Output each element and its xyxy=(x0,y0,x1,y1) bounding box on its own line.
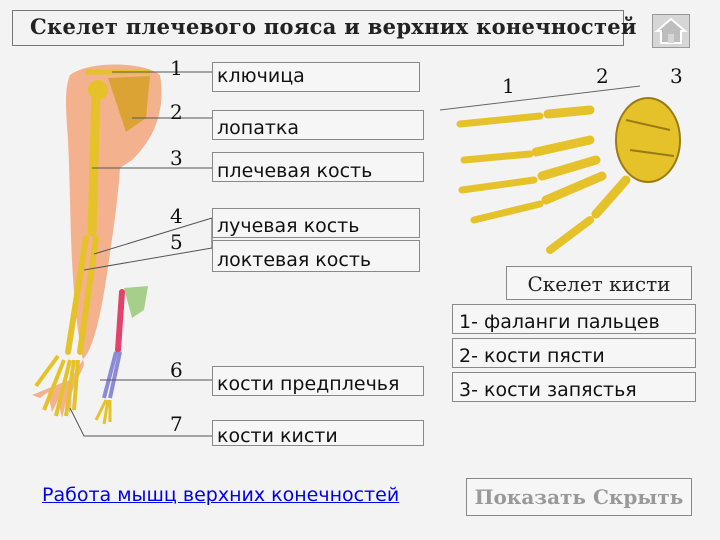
legend-carpals: 3- кости запястья xyxy=(459,379,637,401)
label-ulna: локтевая кость xyxy=(217,249,372,271)
marker-5: 5 xyxy=(170,230,183,254)
marker-4: 4 xyxy=(170,204,183,228)
marker-2: 2 xyxy=(170,100,183,124)
label-box-clavicle[interactable]: ключица xyxy=(212,62,420,92)
label-box-ulna[interactable]: локтевая кость xyxy=(212,240,420,272)
label-hand: кости кисти xyxy=(217,425,338,447)
label-box-humerus[interactable]: плечевая кость xyxy=(212,152,424,182)
title-frame xyxy=(12,10,624,46)
legend-row-1: 1- фаланги пальцев xyxy=(452,304,696,334)
label-box-scapula[interactable]: лопатка xyxy=(212,110,424,140)
marker-7: 7 xyxy=(170,412,183,436)
label-scapula: лопатка xyxy=(217,117,300,139)
hand-skeleton-illustration xyxy=(439,85,681,254)
label-forearm: кости предплечья xyxy=(217,373,400,395)
muscles-link[interactable]: Работа мышц верхних конечностей xyxy=(42,484,400,506)
hand-marker-2: 2 xyxy=(596,64,609,88)
legend-metacarpals: 2- кости пясти xyxy=(459,345,605,367)
marker-3: 3 xyxy=(170,146,183,170)
label-clavicle: ключица xyxy=(217,65,305,87)
label-box-forearm[interactable]: кости предплечья xyxy=(212,366,424,396)
label-radius: лучевая кость xyxy=(217,215,360,237)
label-box-radius[interactable]: лучевая кость xyxy=(212,208,420,238)
hand-caption: Скелет кисти xyxy=(506,266,692,300)
legend-phalanges: 1- фаланги пальцев xyxy=(459,311,660,333)
show-hide-button[interactable]: Показать Скрыть xyxy=(466,478,692,516)
page-title: Скелет плечевого пояса и верхних конечно… xyxy=(30,14,637,39)
legend-row-2: 2- кости пясти xyxy=(452,338,696,368)
hand-marker-1: 1 xyxy=(502,74,515,98)
home-button[interactable] xyxy=(652,14,690,48)
label-box-hand[interactable]: кости кисти xyxy=(212,420,424,447)
marker-6: 6 xyxy=(170,358,183,382)
label-humerus: плечевая кость xyxy=(217,160,373,182)
legend-row-3: 3- кости запястья xyxy=(452,372,696,402)
home-icon xyxy=(654,17,688,44)
marker-1: 1 xyxy=(170,56,183,80)
hand-marker-3: 3 xyxy=(670,64,683,88)
